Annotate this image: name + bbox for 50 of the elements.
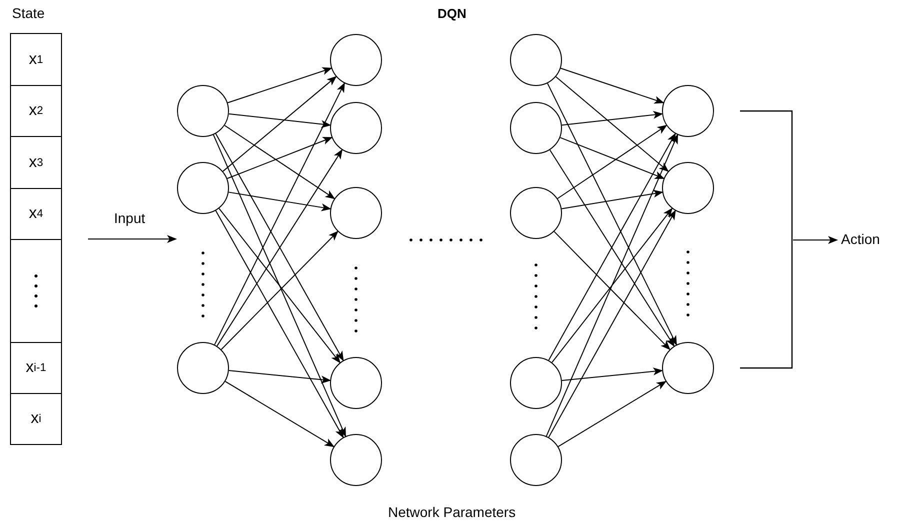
neuron-circle (330, 434, 382, 486)
arrow (224, 380, 335, 448)
neuron-circle (330, 34, 382, 86)
neuron-circle (330, 187, 382, 239)
arrow (224, 124, 336, 200)
arrow (547, 82, 677, 346)
neuron-circle (510, 34, 562, 86)
ellipsis-cell (10, 239, 62, 343)
arrow (215, 210, 344, 438)
neuron-circle (330, 102, 382, 154)
arrow (228, 113, 332, 128)
arrow (561, 190, 664, 210)
neuron-circle (330, 357, 382, 409)
arrow (218, 208, 341, 364)
neuron-circle (662, 342, 714, 394)
arrow (557, 124, 668, 199)
arrow (214, 82, 345, 346)
neuron-circle (510, 357, 562, 409)
arrow (551, 208, 673, 363)
arrow (560, 68, 664, 104)
arrow (546, 134, 678, 437)
neuron-circle (510, 434, 562, 486)
neuron-circle (662, 85, 714, 137)
neuron-circle (177, 85, 229, 137)
neuron-circle (510, 102, 562, 154)
diagram-caption: Network Parameters (388, 504, 516, 520)
arrow (560, 137, 665, 179)
arrow (228, 370, 332, 384)
arrow (561, 110, 664, 126)
diagram-title: DQN (438, 6, 466, 21)
arrow (222, 76, 337, 172)
arrow (561, 367, 664, 381)
arrow (227, 67, 332, 104)
arrow (548, 210, 676, 438)
arrow (228, 192, 332, 212)
arrow (555, 76, 669, 172)
output-label: Action (841, 231, 880, 247)
arrow (220, 230, 338, 350)
arrow (554, 231, 670, 350)
column-heading: State (12, 5, 45, 21)
arrow (212, 134, 346, 438)
bracket (739, 110, 794, 370)
neuron-circle (177, 342, 229, 394)
arrow-label: Input (114, 210, 146, 226)
arrow (226, 137, 333, 179)
arrow (558, 380, 667, 448)
neuron-circle (177, 162, 229, 214)
neuron-circle (510, 187, 562, 239)
arrow (792, 236, 838, 244)
neuron-circle (662, 162, 714, 214)
